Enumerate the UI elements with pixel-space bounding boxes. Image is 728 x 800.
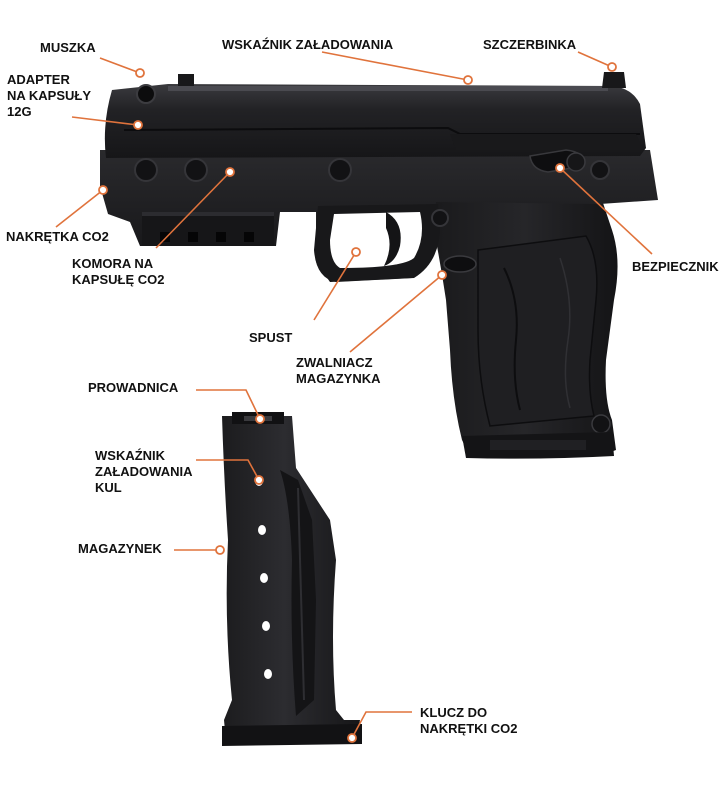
slide-top-highlight [168,86,608,91]
endpoint-adapter [133,120,143,130]
rail-top-edge [142,212,274,216]
endpoint-muszka [135,68,145,78]
label-komora-line-2: KAPSUŁĘ CO2 [72,272,165,287]
pistol [100,72,658,459]
safety-pivot [566,152,586,172]
endpoint-komora [225,167,235,177]
slide-cut [450,134,644,150]
label-klucz-line-2: NAKRĘTKI CO2 [420,721,518,736]
grip-groove [503,267,521,411]
label-wskaznik-kul: WSKAŹNIK ZAŁADOWANIA KUL [95,448,193,496]
magazine-body [222,416,360,742]
label-komora: KOMORA NA KAPSUŁĘ CO2 [72,256,164,288]
grip-screw [591,414,611,434]
leader-prowadnica [196,389,261,420]
magazine [222,412,362,746]
label-wskaznik-kul-line-3: KUL [95,480,122,495]
leader-lines [55,51,653,739]
endpoint-magazynek [215,545,225,555]
label-klucz-line-1: KLUCZ DO [420,705,488,720]
label-szczerbinka: SZCZERBINKA [483,37,577,52]
leader-klucz [351,711,412,739]
leader-adapter [71,116,139,126]
endpoint-wskaznik [463,75,473,85]
label-wskaznik-kul-line-2: ZAŁADOWANIA [95,464,193,479]
label-wskaznik-kul-line-1: WSKAŹNIK [95,448,166,463]
pellet-hole [260,573,268,583]
leader-bezpiecznik [559,167,653,255]
label-zwalniacz-line-2: MAGAZYNKA [296,371,381,386]
leader-spust [313,251,357,321]
endpoint-prowadnica [255,414,265,424]
grip-panel [477,235,598,427]
grip-groove [559,257,571,409]
endpoint-nakretka [98,185,108,195]
leader-endpoints [98,62,617,743]
label-zwalniacz: ZWALNIACZ MAGAZYNKA [296,355,381,387]
magazine-ridge [297,487,305,701]
label-zwalniacz-line-1: ZWALNIACZ [296,355,373,370]
endpoint-klucz [347,733,357,743]
endpoint-szczerbinka [607,62,617,72]
leader-muszka [99,57,141,74]
endpoint-bezpiecznik [555,163,565,173]
front-sight [178,74,194,86]
label-adapter: ADAPTER NA KAPSUŁY 12G [7,72,91,120]
leader-nakretka [55,189,104,228]
pellet-hole [264,669,272,679]
leader-wskaznik-kul [196,459,260,481]
magazine-channel [280,470,316,716]
label-komora-line-1: KOMORA NA [72,256,154,271]
endpoint-wskaznik-kul [254,475,264,485]
trigger [384,212,401,266]
muzzle-adapter [136,84,156,104]
rear-sight [602,72,626,88]
pellet-hole [258,525,266,535]
trigger-guard-hole [330,212,422,268]
label-klucz: KLUCZ DO NAKRĘTKI CO2 [420,705,518,737]
label-adapter-line-1: ADAPTER [7,72,70,87]
magazine-release [443,255,477,273]
label-nakretka-co2: NAKRĘTKA CO2 [6,229,109,244]
leader-komora [155,171,231,249]
label-spust: SPUST [249,330,293,345]
endpoint-spust [351,247,361,257]
endpoint-zwalniacz [437,270,447,280]
leader-zwalniacz [349,274,443,353]
magazine-baseplate [222,724,362,746]
rail-slots [160,232,254,242]
label-bezpiecznik: BEZPIECZNIK [632,259,719,274]
pellet-hole [262,621,270,631]
label-prowadnica: PROWADNICA [88,380,179,395]
frame-pins [134,158,610,227]
label-magazynek: MAGAZYNEK [78,541,162,556]
label-adapter-line-2: NA KAPSUŁY [7,88,92,103]
leader-wskaznik [321,51,469,81]
leader-szczerbinka [577,51,613,68]
label-adapter-line-3: 12G [7,104,32,119]
label-wskaznik-zaladowania: WSKAŹNIK ZAŁADOWANIA [222,37,394,52]
label-muszka: MUSZKA [40,40,96,55]
magazine-base-step [490,440,586,450]
